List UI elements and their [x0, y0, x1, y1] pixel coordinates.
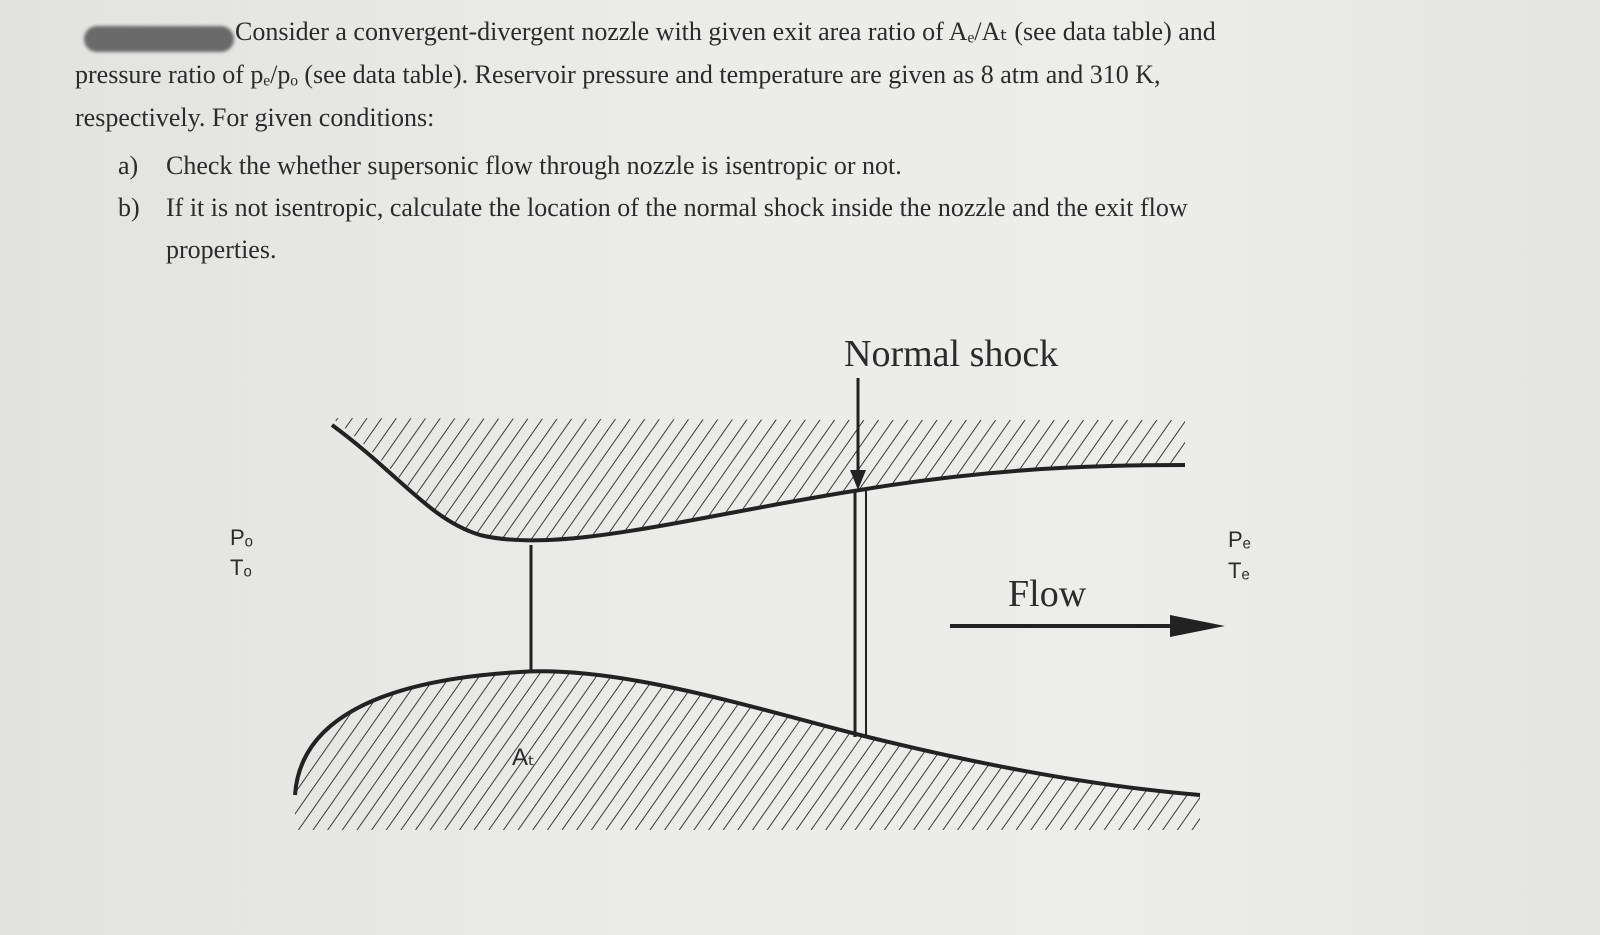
- top-wall-hatching: [332, 418, 1185, 541]
- problem-statement: Consider a convergent-divergent nozzle w…: [75, 10, 1575, 139]
- item-text: If it is not isentropic, calculate the l…: [166, 193, 1188, 222]
- flow-arrow-head: [1170, 615, 1225, 637]
- item-continuation: properties.: [166, 235, 277, 264]
- question-item-b: b) If it is not isentropic, calculate th…: [118, 187, 1568, 229]
- item-marker: a): [118, 151, 139, 180]
- inlet-pressure-label: Pₒ: [230, 525, 253, 550]
- question-list: a) Check the whether supersonic flow thr…: [118, 145, 1568, 271]
- redacted-question-number: [84, 26, 234, 52]
- intro-line-2: pressure ratio of pₑ/pₒ (see data table)…: [75, 60, 1161, 89]
- exit-temperature-label: Tₑ: [1228, 558, 1250, 583]
- item-text: Check the whether supersonic flow throug…: [166, 151, 902, 180]
- bottom-wall-hatching: [295, 671, 1200, 830]
- throat-area-label: Aₜ: [512, 744, 535, 771]
- shock-pointer-arrowhead: [850, 470, 866, 490]
- inlet-temperature-label: Tₒ: [230, 555, 252, 580]
- exit-pressure-label: Pₑ: [1228, 527, 1251, 552]
- bottom-wall-contour: [293, 669, 1201, 797]
- intro-line-3: respectively. For given conditions:: [75, 103, 435, 132]
- flow-label: Flow: [1008, 573, 1087, 615]
- normal-shock-label: Normal shock: [844, 333, 1058, 375]
- top-wall-contour: [330, 423, 1186, 543]
- question-item-a: a) Check the whether supersonic flow thr…: [118, 145, 1568, 187]
- item-marker: b): [118, 193, 140, 222]
- intro-line-1: Consider a convergent-divergent nozzle w…: [235, 17, 1216, 46]
